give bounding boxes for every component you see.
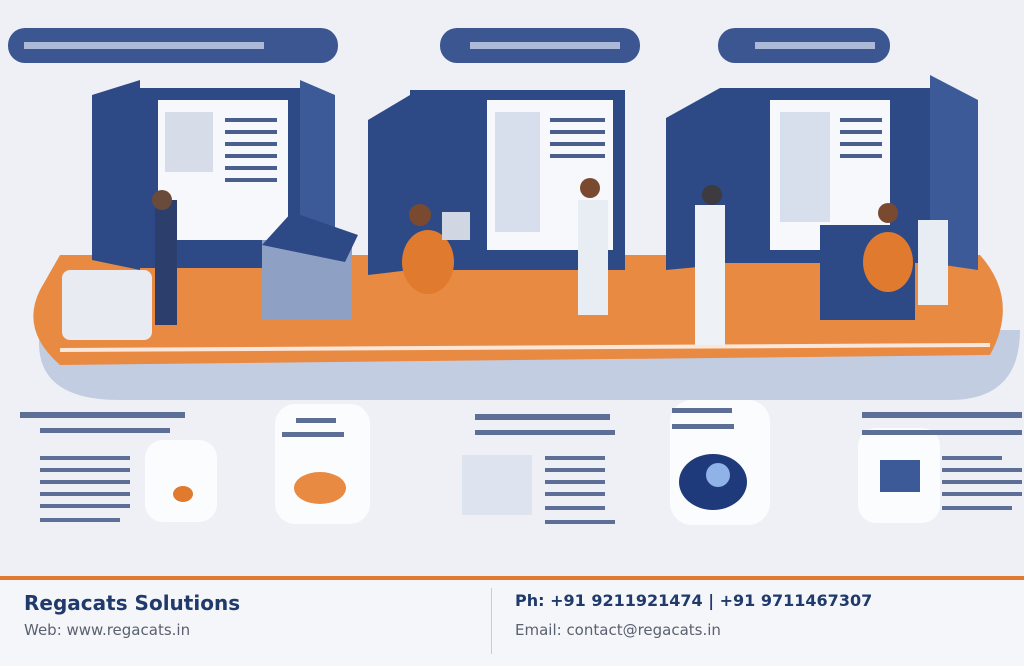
footer-accent-bar xyxy=(0,576,1024,580)
footer-divider xyxy=(491,588,492,654)
footer: Regacats Solutions Web: www.regacats.in … xyxy=(0,580,1024,666)
info-card-3 xyxy=(462,414,615,524)
info-card-2 xyxy=(275,404,370,524)
info-card-1 xyxy=(20,412,217,522)
info-card-4 xyxy=(670,400,770,525)
booth-1 xyxy=(62,80,358,340)
booth-2 xyxy=(368,90,625,315)
phone-text: Ph: +91 9211921474 | +91 9711467307 xyxy=(515,591,873,610)
office-workflow-illustration xyxy=(8,28,1022,525)
website-text: Web: www.regacats.in xyxy=(24,621,191,639)
info-card-5 xyxy=(858,412,1022,523)
booth-3 xyxy=(666,75,978,345)
company-name: Regacats Solutions xyxy=(24,591,241,615)
email-text: Email: contact@regacats.in xyxy=(515,621,721,639)
